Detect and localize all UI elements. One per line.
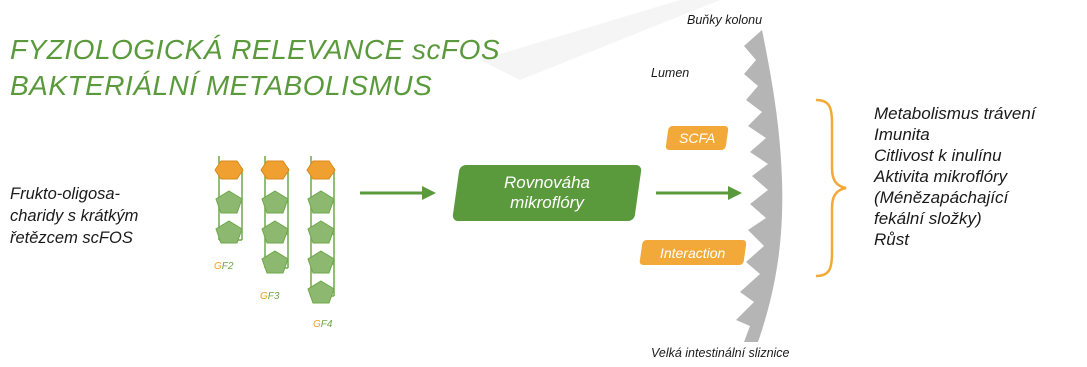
microflora-balance-box: Rovnováha mikroflóry [452,165,642,221]
effect-item: Imunita [874,125,930,144]
mucosa-label: Velká intestinální sliznice [651,346,790,360]
fos-molecules-diagram [214,156,336,304]
label-gf3: GF3 [260,291,280,302]
scfos-description: Frukto-oligosa- charidy s krátkým řetězc… [10,183,138,249]
description-line: řetězcem scFOS [10,229,133,247]
description-line: Frukto-oligosa- [10,185,121,203]
arrow-to-colon [656,186,742,200]
effect-item: fekální složky) [874,209,982,228]
description-line: charidy s krátkým [10,207,139,225]
effects-list: Metabolismus trávení Imunita Citlivost k… [874,103,1036,250]
molecule-gf3 [260,156,290,274]
effect-item: Aktivita mikroflóry [874,167,1008,186]
molecule-gf4 [306,156,336,304]
interaction-tag: Interaction [639,240,747,265]
page-title: FYZIOLOGICKÁ RELEVANCE scFOS BAKTERIÁLNÍ… [10,32,500,104]
effects-brace [815,98,847,278]
balance-line: Rovnováha [503,173,590,192]
colon-cells-label: Buňky kolonu [687,13,763,27]
colon-mucosa-shape [736,30,783,342]
label-gf2: GF2 [214,261,234,272]
effect-item: Metabolismus trávení [874,104,1036,123]
lumen-label: Lumen [651,66,690,80]
title-line-2: BAKTERIÁLNÍ METABOLISMUS [10,70,433,101]
arrow-to-balance [360,186,436,200]
effect-item: Citlivost k inulínu [874,146,1002,165]
molecule-gf2 [214,156,244,244]
effect-item: (Ménězapáchající [874,188,1009,207]
label-gf4: GF4 [313,319,333,330]
balance-line: mikroflóry [510,193,584,212]
scfa-tag: SCFA [665,126,729,150]
title-line-1: FYZIOLOGICKÁ RELEVANCE scFOS [10,34,501,65]
effect-item: Růst [874,230,909,249]
